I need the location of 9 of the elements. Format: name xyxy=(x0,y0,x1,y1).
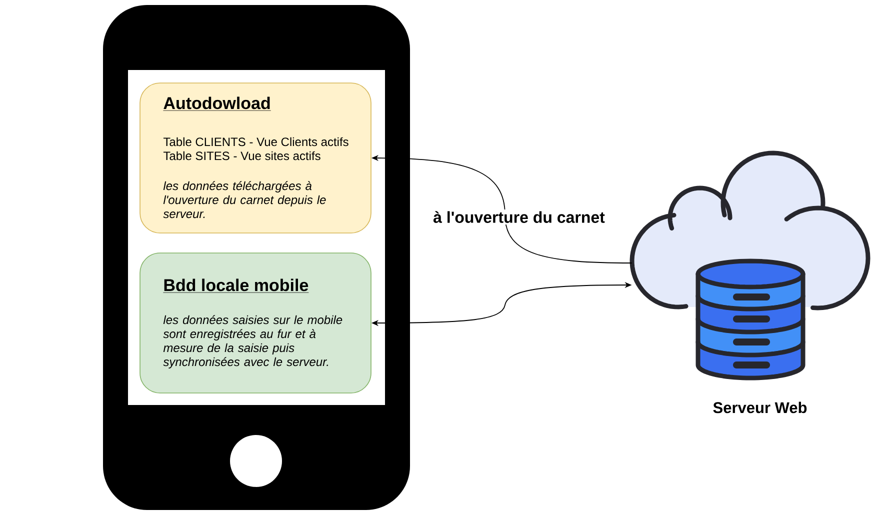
body-text: Table SITES - Vue sites actifs xyxy=(163,151,320,160)
edge-label: à l'ouverture du carnet xyxy=(432,210,606,224)
cloud-database-drawing xyxy=(630,150,870,380)
note-text: les données saisies sur le mobile sont enregistrées au fur et à mesure de la saisie puis synchronisées avec le serveur. xyxy=(163,315,342,368)
body-text: Table CLIENTS - Vue Clients actifs xyxy=(163,137,348,146)
box-heading: Bdd locale mobile xyxy=(163,278,309,293)
note-text: les données téléchargées à l'ouverture du carnet depuis le serveur. xyxy=(163,181,326,218)
node-label: Serveur Web xyxy=(713,402,807,414)
box-heading: Autodowload xyxy=(163,96,272,111)
